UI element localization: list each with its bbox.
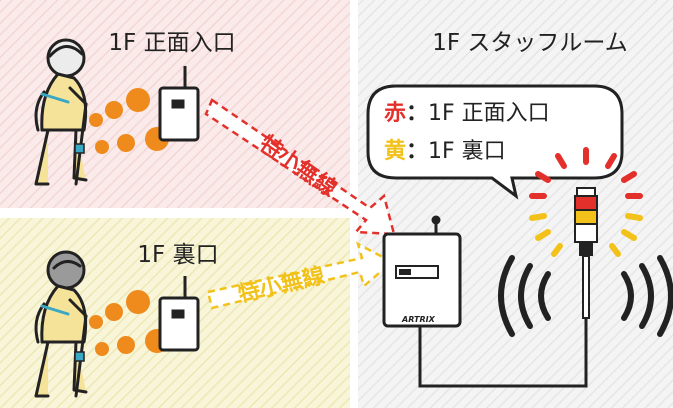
staff-room-panel <box>358 0 673 408</box>
elderly-person-icon <box>34 38 88 186</box>
signal-tower-light-icon <box>498 147 673 337</box>
signal-dots-bottom <box>89 290 169 356</box>
cable <box>418 316 588 388</box>
alert-color-yellow: 黄 <box>384 139 406 164</box>
alert-color-red: 赤 <box>384 101 406 126</box>
bubble-line-1: 赤：1F 正面入口 <box>384 101 550 126</box>
staff-room-label: 1F スタッフルーム <box>432 30 627 56</box>
transmitter-device-bottom <box>158 276 200 352</box>
alert-place-front: 1F 正面入口 <box>428 101 550 126</box>
pendant-button-icon <box>74 143 85 154</box>
receiver-brand-logo: ARTRIX <box>401 315 436 324</box>
back-entrance-label: 1F 裏口 <box>137 242 218 268</box>
bubble-separator: ： <box>406 101 428 126</box>
speech-bubble: 赤：1F 正面入口 黄：1F 裏口 <box>366 84 624 200</box>
bubble-line-2: 黄：1F 裏口 <box>384 139 506 164</box>
front-entrance-label: 1F 正面入口 <box>108 30 235 56</box>
transmitter-device-top <box>158 66 200 142</box>
pendant-button-icon <box>74 351 85 362</box>
alert-place-back: 1F 裏口 <box>428 139 506 164</box>
bubble-separator: ： <box>406 139 428 164</box>
receiver-device <box>382 215 462 328</box>
